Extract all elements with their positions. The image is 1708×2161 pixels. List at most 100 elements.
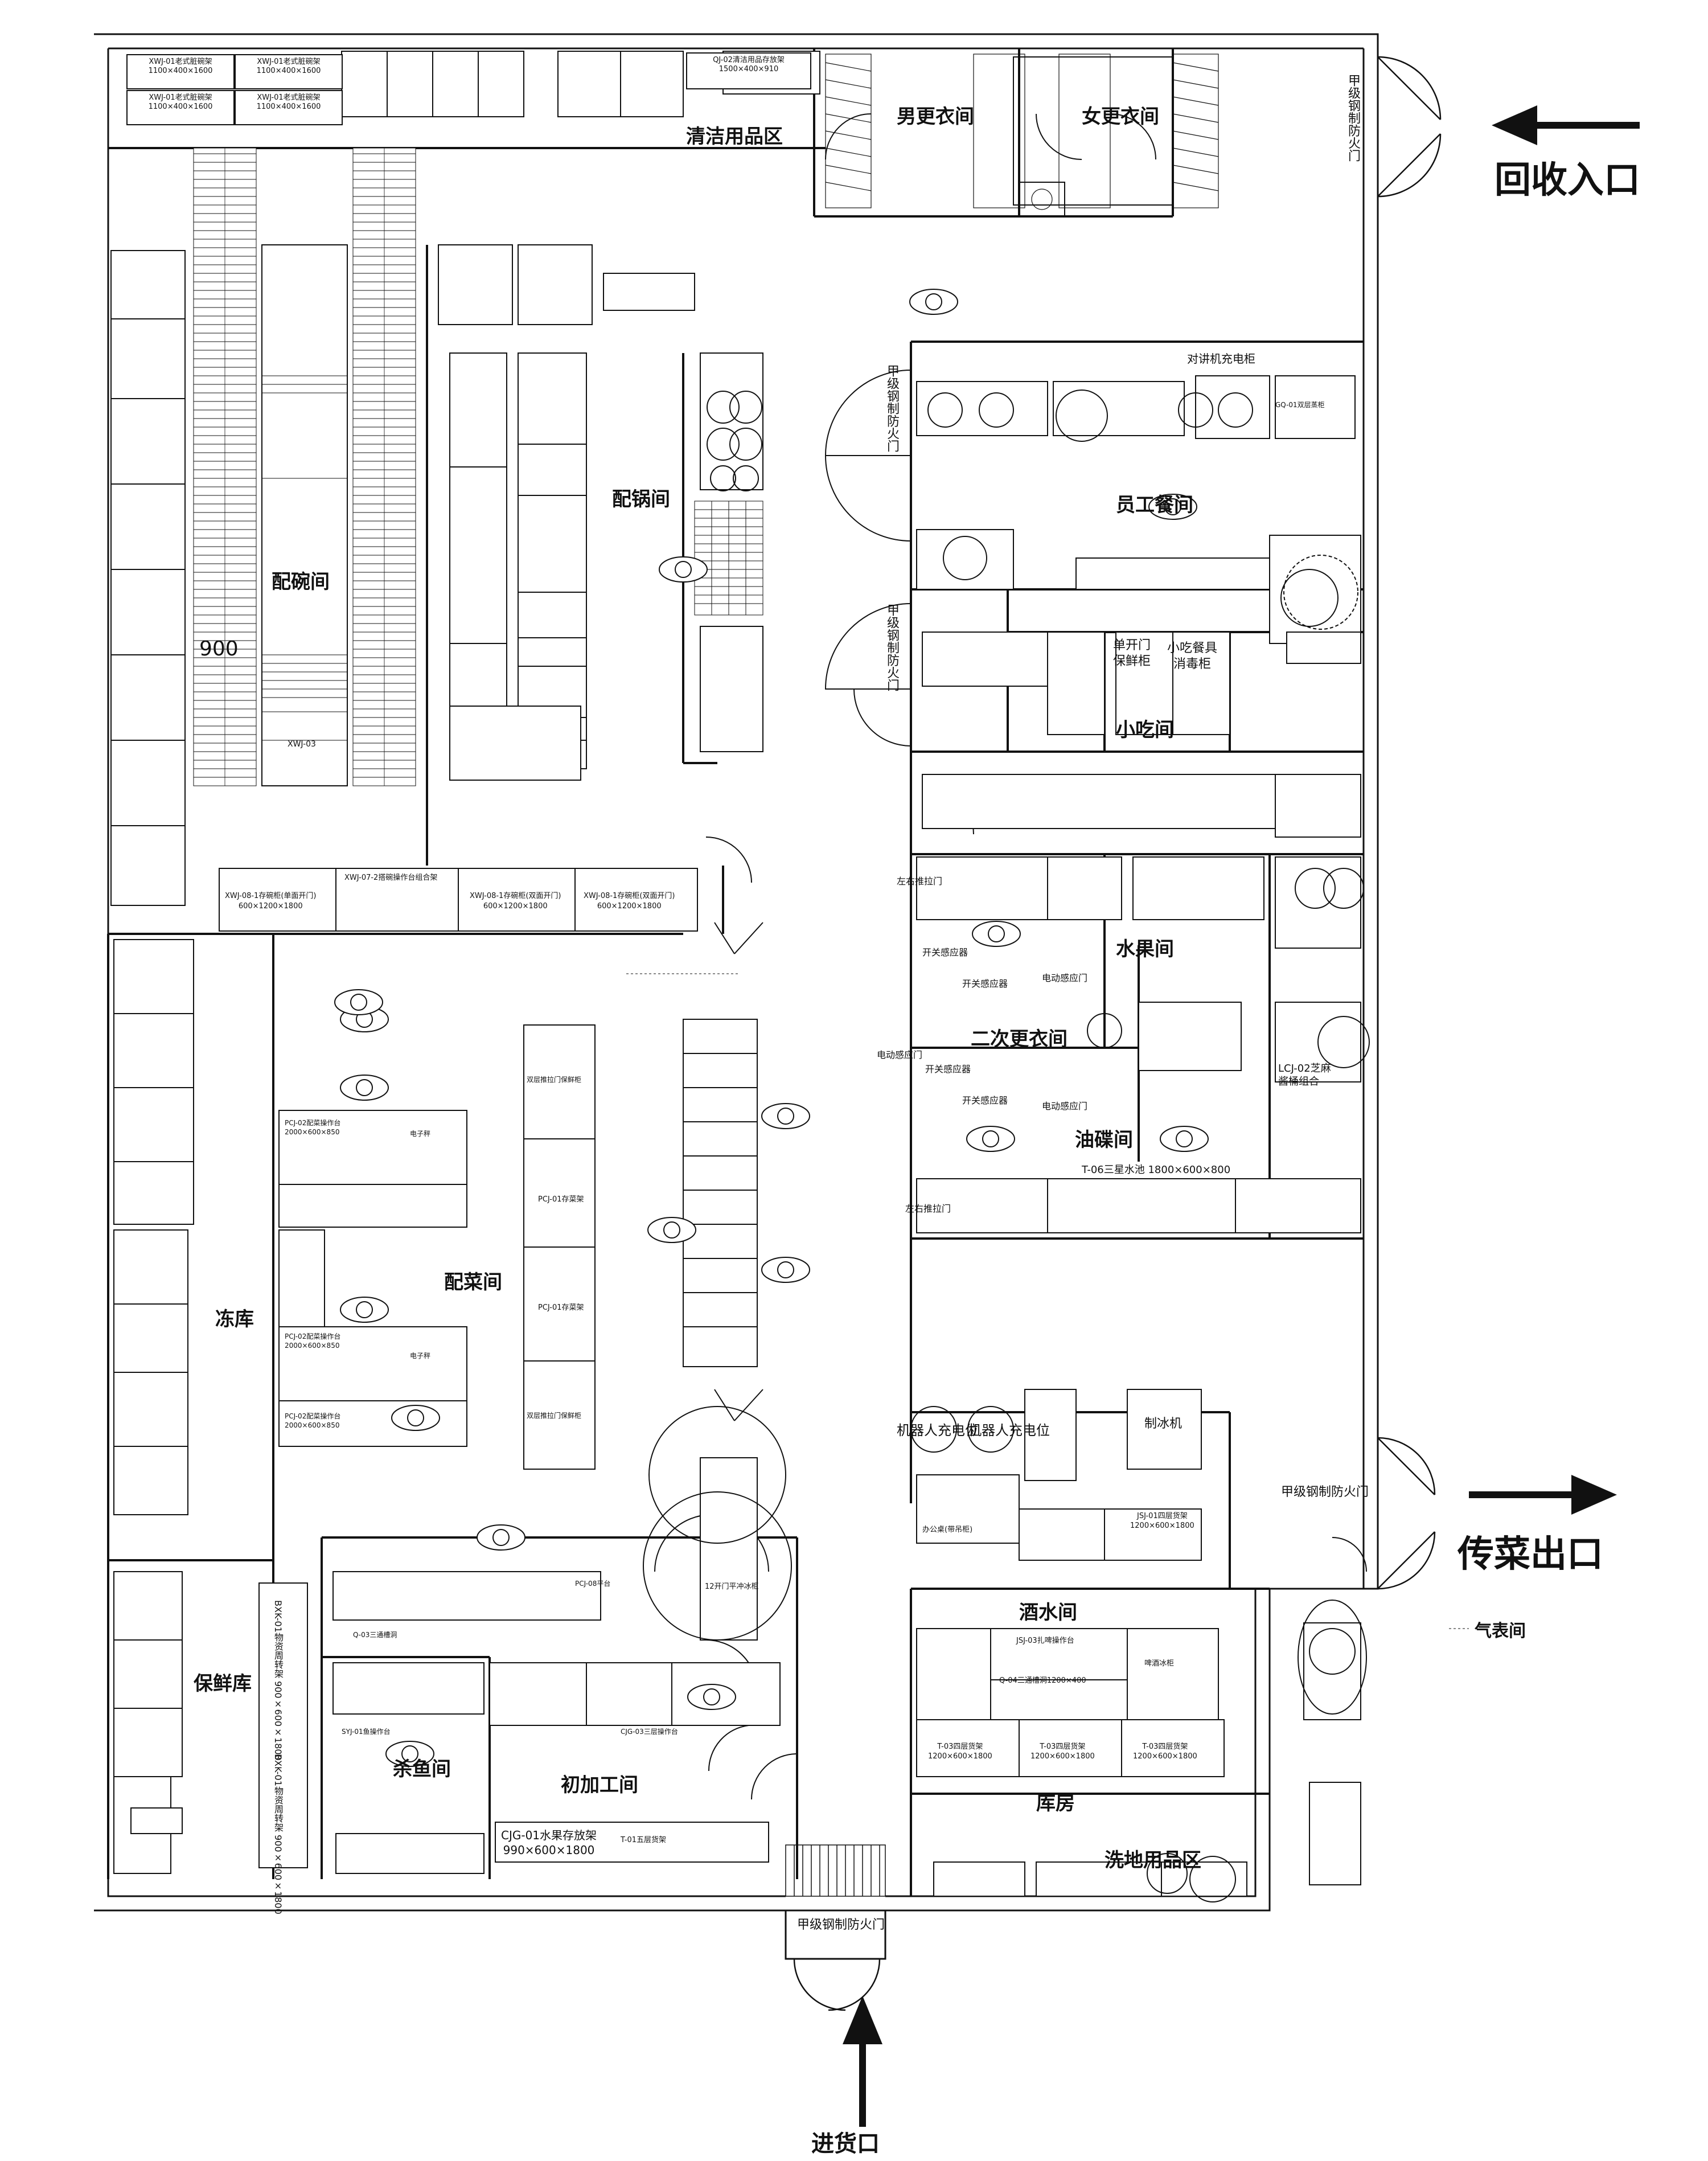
rack-a-size: 1100×400×1600 <box>148 67 213 76</box>
bxk01-b: BXK-01物资周转架 900×600×1800 <box>273 1754 284 1914</box>
lcj02-label: LCJ-02芝麻 <box>1278 1063 1331 1075</box>
shelf-t3-size: 1200×600×1800 <box>1133 1752 1197 1761</box>
pcj02-2-label: PCJ-02配菜操作台 <box>285 1332 341 1340</box>
room-fish: 杀鱼间 <box>393 1758 451 1781</box>
goods-arrow-icon <box>843 1996 882 2044</box>
pcj01-b: PCJ-01存菜架 <box>538 1303 584 1312</box>
serve-arrow-icon <box>1571 1475 1617 1515</box>
ice-machine-label: 制冰机 <box>1144 1417 1183 1431</box>
electric-door-3: 电动感应门 <box>1042 1101 1088 1112</box>
cjg01-size: 990×600×1800 <box>503 1843 595 1857</box>
beer-fridge: 啤酒冰柜 <box>1144 1659 1175 1668</box>
pcj02-1-label: PCJ-02配菜操作台 <box>285 1119 341 1127</box>
person-icons <box>334 289 1209 1767</box>
room-floor-wash: 洗地用品区 <box>1105 1849 1201 1872</box>
serve-door <box>1377 1437 1436 1590</box>
double-fresh-1: 双层推拉门保鲜柜 <box>527 1076 582 1084</box>
weigher-1: 电子秤 <box>410 1130 431 1138</box>
rack-c-label: XWJ-01老式脏碗架 <box>149 93 212 102</box>
dish-rack-1: XWJ-08-1存碗柜(单面开门) 600×1200×1800 <box>225 891 316 912</box>
jsj01-label: JSJ-01四层货架 <box>1137 1512 1188 1520</box>
dish-rack-4-size: 600×1200×1800 <box>597 902 662 911</box>
stairs <box>785 1844 886 1897</box>
electric-door-1: 电动感应门 <box>877 1049 923 1060</box>
pcj01-a: PCJ-01存菜架 <box>538 1195 584 1204</box>
qj02-label: QJ-02清洁用品存放架 <box>713 56 785 64</box>
q03-label: Q-03三通槽洞 <box>353 1631 397 1639</box>
room-primary: 初加工间 <box>561 1774 638 1797</box>
bxk01a-size: 900×600×1800 <box>273 1680 284 1761</box>
snack-b-label: 消毒柜 <box>1173 657 1212 671</box>
room-freezer: 冻库 <box>215 1308 254 1331</box>
lcj02: LCJ-02芝麻酱桶组合 <box>1278 1062 1331 1089</box>
room-staff-dining: 员工餐间 <box>1116 494 1193 516</box>
jsj03: JSJ-03扎啤操作台 <box>1016 1637 1074 1645</box>
dish-rack-1-label: XWJ-08-1存碗柜(单面开门) <box>225 892 317 900</box>
bxk01b-label: BXK-01物资周转架 <box>273 1754 284 1832</box>
room-pot: 配锅间 <box>612 488 670 511</box>
single-door-label: 单开门 <box>1113 638 1151 653</box>
dish-rack-3-size: 600×1200×1800 <box>483 902 548 911</box>
room-sauce: 油碟间 <box>1075 1129 1133 1151</box>
single-door-fresh: 单开门保鲜柜 <box>1113 638 1151 669</box>
dish-rack-3: XWJ-08-1存碗柜(双面开门)600×1200×1800 <box>470 891 561 912</box>
rack-c-size: 1100×400×1600 <box>148 102 213 112</box>
shelf-t1-label: T-03四层货架 <box>937 1742 983 1751</box>
room-veg-prep: 配菜间 <box>444 1271 502 1294</box>
sensor-2: 开关感应器 <box>962 978 1008 989</box>
fire-door-label-5: 甲级钢制防火门 <box>797 1918 885 1932</box>
gq01-label: GQ-01双层蒸柜 <box>1275 401 1325 409</box>
recycle-arrow-icon <box>1492 105 1537 145</box>
pcj02-1-size: 2000×600×850 <box>285 1127 340 1136</box>
t06-sink: T-06三星水池 1800×600×800 <box>1082 1164 1231 1176</box>
goods-door <box>793 1958 881 2011</box>
pcj02-2-size: 2000×600×850 <box>285 1341 340 1350</box>
cjg03-label: CJG-03三层操作台 <box>621 1728 678 1736</box>
sliding-door-1: 左右推拉门 <box>897 876 943 887</box>
rack-d-label: XWJ-01老式脏碗架 <box>257 93 321 102</box>
room-mens-locker: 男更衣间 <box>897 105 974 128</box>
serve-exit-label: 传菜出口 <box>1457 1533 1603 1576</box>
t01-shelf: T-01五层货架 <box>621 1836 666 1844</box>
room-womens-locker: 女更衣间 <box>1082 105 1159 128</box>
rack-b-label: XWJ-01老式脏碗架 <box>257 58 321 66</box>
rack-a-label: XWJ-01老式脏碗架 <box>149 58 212 66</box>
sliding-door-2: 左右推拉门 <box>905 1203 951 1214</box>
cabinet-12: 12开门平冲冰柜 <box>705 1582 759 1591</box>
snack-disinfect: 小吃餐具消毒柜 <box>1167 641 1217 672</box>
cjg01-label: CJG-01水果存放架 <box>501 1828 597 1842</box>
pcj08-label: PCJ-08平台 <box>575 1580 611 1588</box>
room-gas-meter: 气表间 <box>1475 1621 1526 1641</box>
dish-rack-4: XWJ-08-1存碗柜(双面开门) 600×1200×1800 <box>584 891 675 912</box>
dish-rack-1-size: 600×1200×1800 <box>238 902 303 911</box>
fire-door-label-2: 甲级钢制防火门 <box>885 364 899 452</box>
drying-racks <box>193 147 416 786</box>
fire-door-label-4: 甲级钢制防火门 <box>1281 1485 1369 1499</box>
double-fresh-2: 双层推拉门保鲜柜 <box>527 1412 582 1420</box>
q04: Q-04三通槽洞1200×400 <box>999 1676 1086 1685</box>
goods-entrance-label: 进货口 <box>811 2131 880 2157</box>
rack-b-size: 1100×400×1600 <box>256 67 321 76</box>
shelf-t2-size: 1200×600×1800 <box>1030 1752 1095 1761</box>
office-desk: 办公桌(带吊柜) <box>922 1526 973 1534</box>
shelf-t1-size: 1200×600×1800 <box>928 1752 992 1761</box>
room-storeroom: 库房 <box>1036 1792 1075 1815</box>
fire-door-label-1: 甲级钢制防火门 <box>1346 74 1360 162</box>
shelf-t3-label: T-03四层货架 <box>1142 1742 1188 1751</box>
pcj02-3-size: 2000×600×850 <box>285 1421 340 1429</box>
weigher-2: 电子秤 <box>410 1352 431 1360</box>
sensor-4: 开关感应器 <box>962 1095 1008 1106</box>
dish-rack-4-label: XWJ-08-1存碗柜(双面开门) <box>584 892 675 900</box>
sensor-3: 开关感应器 <box>925 1064 971 1075</box>
